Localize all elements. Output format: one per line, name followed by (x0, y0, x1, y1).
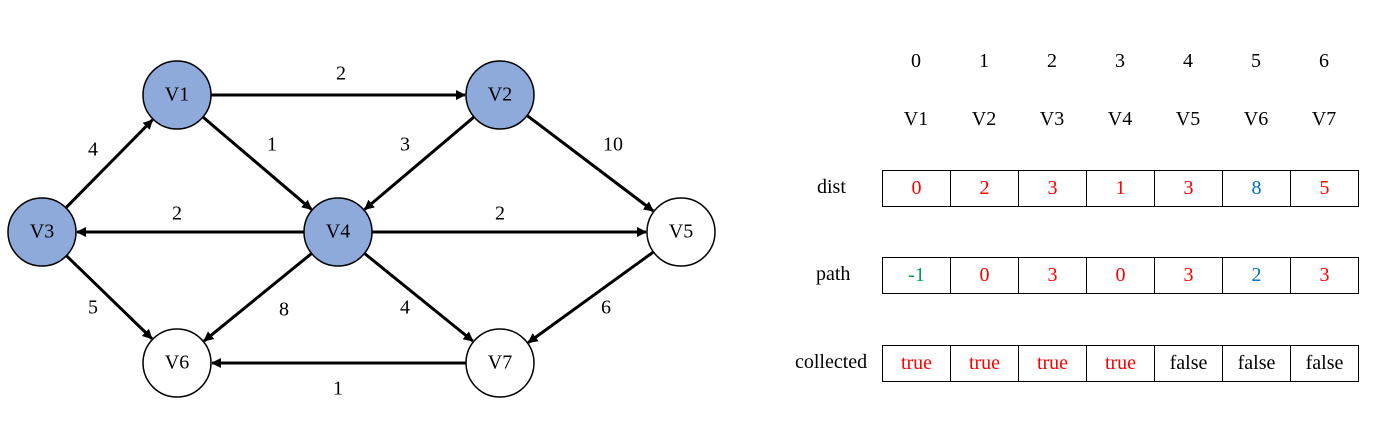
index-header: 5 (1251, 50, 1261, 72)
edge-weight-v5-v7: 6 (601, 297, 611, 319)
index-header: 2 (1047, 50, 1057, 72)
node-circle (142, 60, 212, 130)
edge-v3-v6 (65, 254, 153, 340)
edge-v5-v7 (527, 250, 655, 344)
node-label: V3 (30, 221, 54, 243)
index-header: 1 (979, 50, 989, 72)
edge-weight-v7-v6: 1 (333, 378, 343, 400)
edge-weight-v2-v5: 10 (603, 134, 623, 156)
row-label-path: path (816, 263, 851, 285)
edge-weight-v4-v5: 2 (495, 203, 505, 225)
index-header: 6 (1319, 50, 1329, 72)
edge-v1-v4 (201, 115, 313, 211)
row-label-dist: dist (817, 176, 846, 198)
table-cell-collected-2: true (1018, 345, 1087, 382)
table-cell-path-5: 2 (1222, 257, 1291, 294)
edges-layer: 2 1 4 3 10 2 2 5 8 4 6 1 (64, 63, 655, 400)
node-v1: V1 (142, 60, 212, 130)
index-header: 0 (911, 50, 921, 72)
table-cell-collected-0: true (882, 345, 951, 382)
table-cell-path-6: 3 (1290, 257, 1359, 294)
edge-v4-v6 (203, 252, 313, 343)
node-circle (142, 328, 212, 398)
edge-weight-v4-v3: 2 (172, 203, 182, 225)
table-cell-path-2: 3 (1018, 257, 1087, 294)
node-circle (7, 197, 77, 267)
table-cell-dist-1: 2 (950, 170, 1019, 207)
edge-weight-v3-v6: 5 (88, 297, 98, 319)
node-v7: V7 (465, 328, 535, 398)
vertex-header: V2 (971, 108, 997, 130)
node-v5: V5 (646, 197, 716, 267)
table-cell-dist-3: 1 (1086, 170, 1155, 207)
edge-weight-v4-v6: 8 (279, 299, 289, 321)
table-cell-collected-1: true (950, 345, 1019, 382)
edge-weight-v4-v7: 4 (400, 297, 410, 319)
table-cell-collected-3: true (1086, 345, 1155, 382)
vertex-header: V3 (1039, 108, 1065, 130)
node-label: V5 (669, 221, 693, 243)
node-circle (465, 328, 535, 398)
table-cell-dist-0: 0 (882, 170, 951, 207)
table-cell-path-0: -1 (882, 257, 951, 294)
edge-weight-v1-v4: 1 (267, 134, 277, 156)
node-v4: V4 (303, 197, 373, 267)
vertex-header: V1 (903, 108, 929, 130)
edge-v2-v4 (363, 115, 476, 211)
node-circle (646, 197, 716, 267)
node-label: V2 (488, 84, 512, 106)
table-cell-collected-5: false (1222, 345, 1291, 382)
vertex-header: V7 (1311, 108, 1337, 130)
index-header: 3 (1115, 50, 1125, 72)
edge-v2-v5 (526, 114, 654, 213)
row-label-collected: collected (795, 351, 868, 373)
index-header: 4 (1183, 50, 1193, 72)
node-v2: V2 (465, 60, 535, 130)
node-label: V1 (165, 84, 189, 106)
node-circle (303, 197, 373, 267)
edge-weight-v2-v4: 3 (400, 134, 410, 156)
node-v6: V6 (142, 328, 212, 398)
table-cell-dist-4: 3 (1154, 170, 1223, 207)
table-cell-dist-6: 5 (1290, 170, 1359, 207)
node-label: V4 (326, 221, 350, 243)
table-cell-dist-2: 3 (1018, 170, 1087, 207)
edge-v4-v7 (363, 252, 474, 343)
table-cell-dist-5: 8 (1222, 170, 1291, 207)
edge-v3-v1 (64, 118, 154, 209)
edge-weight-v3-v1: 4 (88, 139, 98, 161)
table-cell-path-3: 0 (1086, 257, 1155, 294)
table-cell-collected-4: false (1154, 345, 1223, 382)
vertex-header: V6 (1243, 108, 1269, 130)
edge-weight-v1-v2: 2 (336, 63, 346, 85)
vertex-header: V5 (1175, 108, 1201, 130)
vertex-header: V4 (1107, 108, 1133, 130)
node-label: V6 (165, 352, 189, 374)
table-cell-path-4: 3 (1154, 257, 1223, 294)
table-cell-collected-6: false (1290, 345, 1359, 382)
node-circle (465, 60, 535, 130)
node-v3: V3 (7, 197, 77, 267)
table-cell-path-1: 0 (950, 257, 1019, 294)
node-label: V7 (488, 352, 512, 374)
